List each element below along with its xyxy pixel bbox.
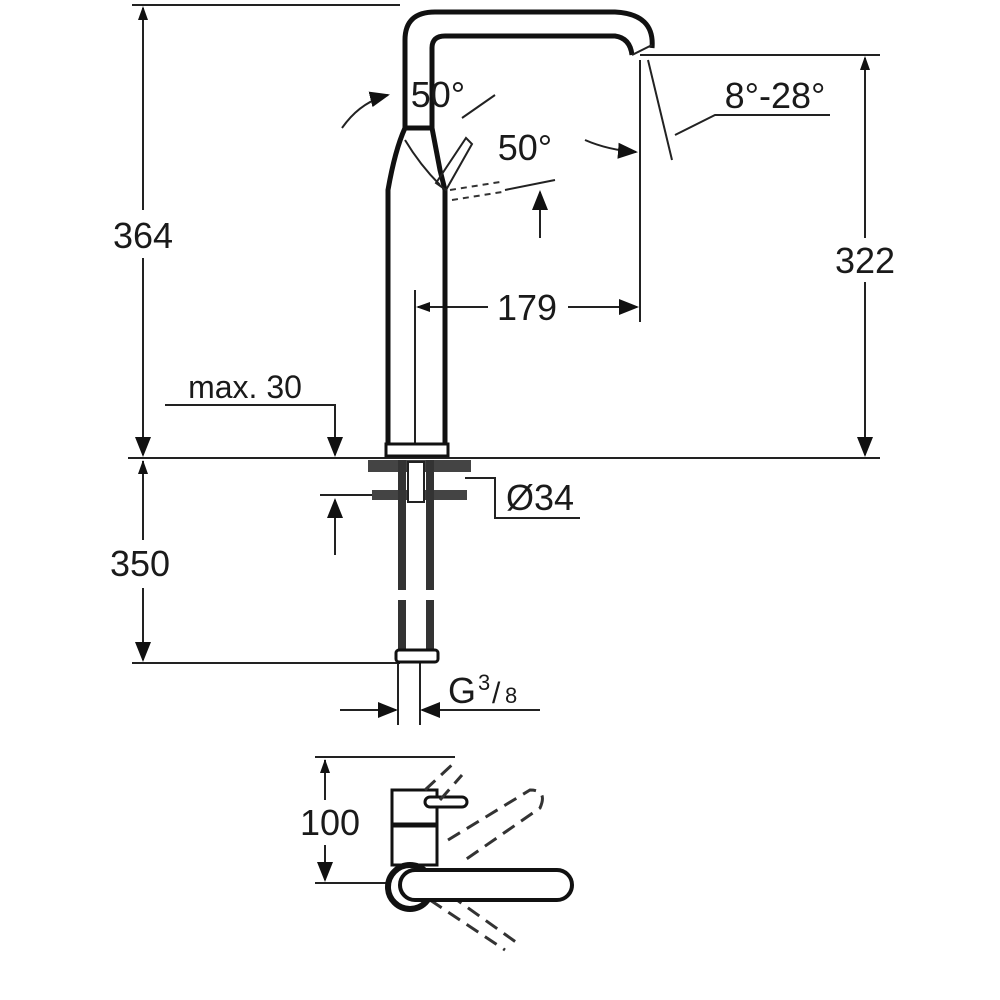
lever-handle	[434, 136, 474, 192]
arrow-icon	[416, 302, 430, 312]
arrow-icon	[320, 759, 330, 773]
hose-left-lower	[398, 600, 406, 650]
dim-g-den: 8	[505, 683, 517, 708]
angle-50-upper: 50°	[411, 74, 465, 115]
dimension-322: 322	[835, 56, 895, 457]
faucet-side-view: 50° 50° 8°-28°	[341, 9, 830, 458]
faucet-base	[384, 442, 450, 458]
hose-connector	[394, 648, 440, 664]
dimension-364: 364	[113, 6, 173, 457]
dim-100-label: 100	[300, 802, 360, 843]
dimension-max-30: max. 30	[165, 369, 420, 555]
spout-top-view	[398, 868, 574, 902]
arrow-icon	[860, 56, 870, 70]
angle-50-lower: 50°	[498, 127, 552, 168]
arrow-icon	[138, 6, 148, 20]
hose-right	[426, 460, 434, 590]
hose-left	[398, 460, 406, 590]
dim-364-label: 364	[113, 215, 173, 256]
dim-322-label: 322	[835, 240, 895, 281]
mounting-assembly	[368, 460, 471, 664]
dim-179-label: 179	[497, 287, 557, 328]
faucet-top-view: 100	[300, 756, 574, 952]
arrow-icon	[138, 460, 148, 474]
lever-swing-upper	[423, 760, 544, 862]
fraction-slash: /	[492, 677, 501, 710]
dim-g-label: G	[448, 670, 476, 711]
dim-g-num: 3	[478, 670, 490, 695]
threaded-rod	[407, 461, 425, 503]
dim-350-label: 350	[110, 543, 170, 584]
dimension-179: 179	[416, 287, 639, 328]
dimension-350: 350	[110, 460, 170, 662]
angle-8-28: 8°-28°	[725, 75, 826, 116]
hose-right-lower	[426, 600, 434, 650]
dimension-diameter-34: Ø34	[465, 477, 580, 519]
lever-swing-lower	[429, 893, 521, 952]
dimension-g38: G 3 / 8	[340, 670, 540, 718]
dim-max30-label: max. 30	[188, 369, 302, 405]
reference-lines	[128, 4, 880, 725]
lever-top-view	[423, 795, 469, 809]
dim-34-label: Ø34	[506, 477, 574, 518]
